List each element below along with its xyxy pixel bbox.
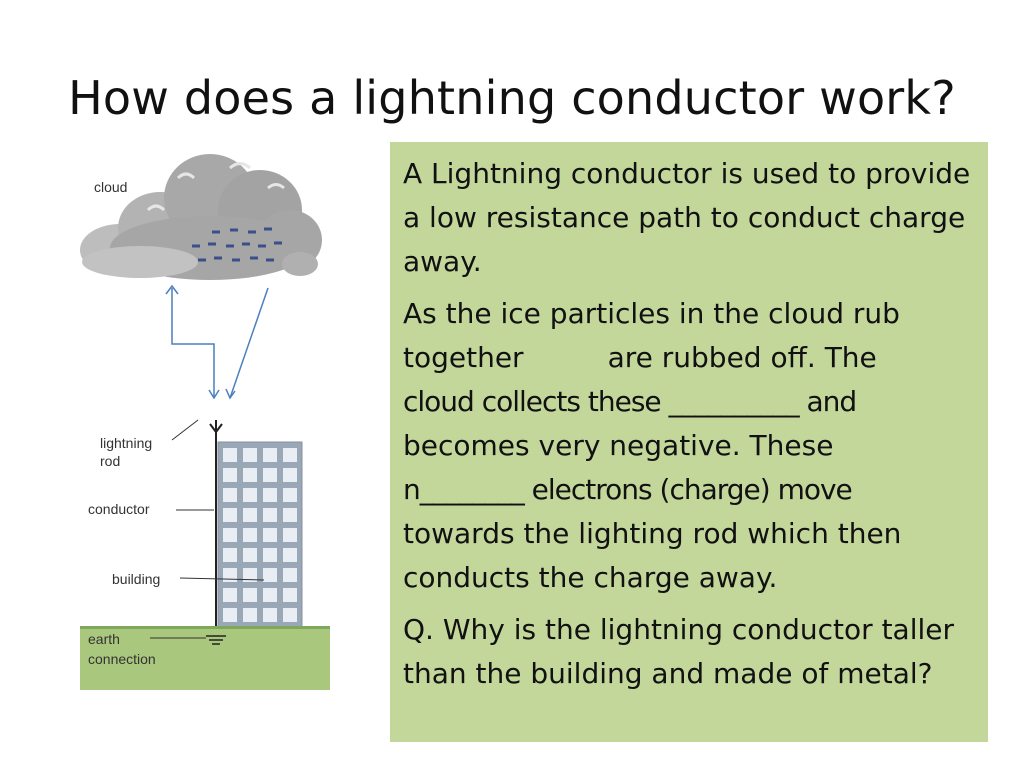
slide-title: How does a lightning conductor work? xyxy=(68,71,956,125)
building-window xyxy=(263,448,277,462)
building-window xyxy=(223,608,237,622)
building-window xyxy=(263,488,277,502)
conductor-label: conductor xyxy=(88,501,150,517)
process-line-1: As the ice particles in the cloud rub xyxy=(403,297,900,330)
earth-symbol xyxy=(206,635,226,645)
cloud-shape xyxy=(80,154,322,280)
building-window xyxy=(243,588,257,602)
earth-connection-label-line1: earth xyxy=(88,631,120,647)
building-window xyxy=(243,528,257,542)
building-window xyxy=(223,488,237,502)
process-line-3: cloud collects these __________ and xyxy=(403,385,857,418)
cloud-negative-charges xyxy=(192,227,282,262)
process-line-4: becomes very negative. These xyxy=(403,429,834,462)
building-window xyxy=(223,568,237,582)
building-window xyxy=(243,448,257,462)
building-window xyxy=(223,448,237,462)
building-window xyxy=(243,568,257,582)
building-window xyxy=(283,568,297,582)
building-window xyxy=(223,468,237,482)
building-window xyxy=(283,508,297,522)
process-line-6: towards the lighting rod which then xyxy=(403,517,902,550)
building-label: building xyxy=(112,571,160,587)
process-line-2a: together xyxy=(403,341,524,374)
building-window xyxy=(243,548,257,562)
process-line-7: conducts the charge away. xyxy=(403,561,778,594)
building-window xyxy=(283,448,297,462)
label-pointers xyxy=(150,419,265,639)
building-window xyxy=(263,568,277,582)
charge-flow-arrows xyxy=(165,284,269,400)
question-paragraph: Q. Why is the lightning conductor taller… xyxy=(403,613,955,690)
building-window xyxy=(283,548,297,562)
process-line-5: n________ electrons (charge) move xyxy=(403,473,853,506)
building-window xyxy=(283,488,297,502)
cloud-label: cloud xyxy=(94,179,127,195)
building-window xyxy=(263,608,277,622)
building-window xyxy=(283,608,297,622)
building-window xyxy=(223,508,237,522)
building-window xyxy=(243,608,257,622)
explanation-panel: A Lightning conductor is used to provide… xyxy=(390,142,988,742)
building-window xyxy=(283,468,297,482)
diagram-svg: cloud xyxy=(80,154,330,690)
building-window xyxy=(263,588,277,602)
building-window xyxy=(243,468,257,482)
building-window xyxy=(283,528,297,542)
building-window xyxy=(263,548,277,562)
intro-paragraph: A Lightning conductor is used to provide… xyxy=(403,157,971,278)
lightning-rod-label-line1: lightning xyxy=(100,435,152,451)
process-line-2b: are rubbed off. The xyxy=(607,341,877,374)
building-window xyxy=(223,528,237,542)
building-window xyxy=(243,488,257,502)
earth-connection-label-line2: connection xyxy=(88,651,156,667)
process-paragraph: As the ice particles in the cloud rub to… xyxy=(403,292,974,600)
building-window xyxy=(243,508,257,522)
lightning-rod xyxy=(209,420,223,433)
ground xyxy=(80,626,330,690)
lightning-conductor-diagram: cloud xyxy=(60,140,360,700)
building-window xyxy=(223,588,237,602)
building-window xyxy=(263,468,277,482)
building-window xyxy=(263,528,277,542)
lightning-rod-label-line2: rod xyxy=(100,453,120,469)
building-windows xyxy=(223,448,297,622)
building-window xyxy=(283,588,297,602)
building-window xyxy=(223,548,237,562)
building-window xyxy=(263,508,277,522)
